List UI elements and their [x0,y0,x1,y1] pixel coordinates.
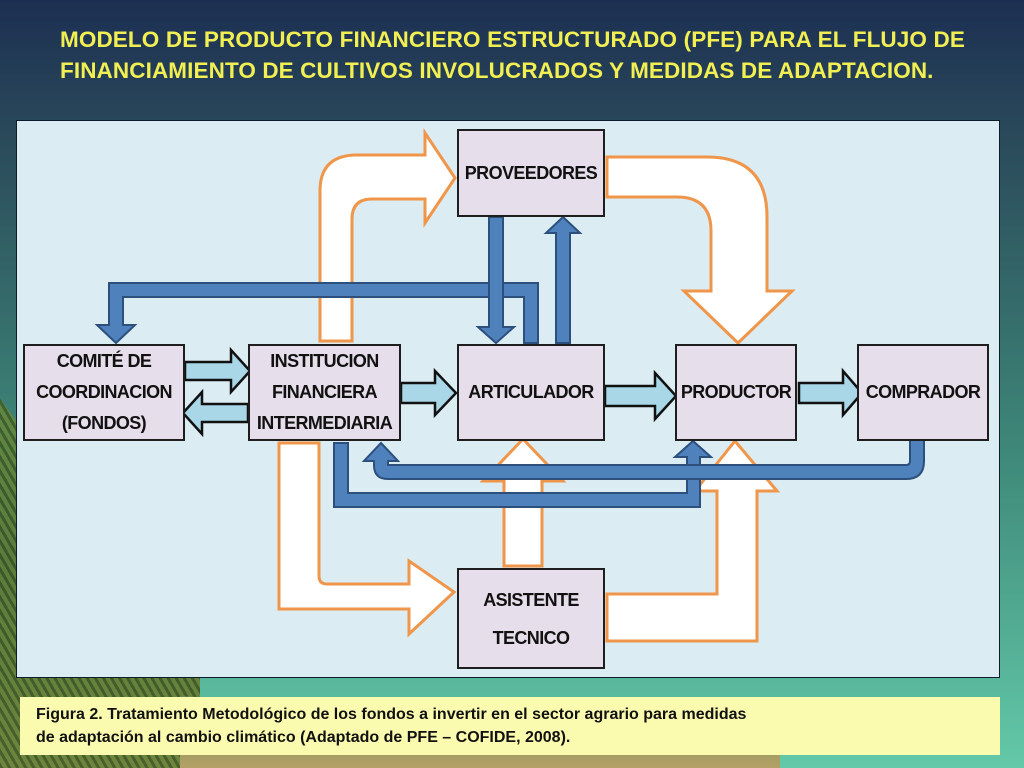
node-comite-line2: COORDINACION [36,382,172,402]
caption-line1: Figura 2. Tratamiento Metodológico de lo… [36,706,747,723]
node-institucion-line2: FINANCIERA [271,382,378,402]
orange-arrow-proveedores-to-productor [605,155,796,346]
node-articulador: ARTICULADOR [457,344,605,441]
node-comite-coordinacion: COMITÉ DE COORDINACION (FONDOS) [23,344,185,441]
figure-caption: Figura 2. Tratamiento Metodológico de lo… [20,697,1000,755]
node-asistente-tecnico: ASISTENTE TECNICO [457,568,605,669]
node-comite-line1: COMITÉ DE [56,351,152,371]
node-asistente-line2: TECNICO [492,627,570,648]
node-proveedores-label: PROVEEDORES [464,162,598,183]
blue-arrow-articulador-to-comite [94,282,539,345]
node-comite-line3: (FONDOS) [61,413,147,433]
slide-title: MODELO DE PRODUCTO FINANCIERO ESTRUCTURA… [60,27,965,83]
blue-arrow-comprador-to-institucion [361,430,925,480]
node-comprador-label: COMPRADOR [865,382,981,402]
node-comprador: COMPRADOR [857,344,989,441]
block-arrow-productor-to-comprador [797,367,864,419]
node-institucion-line1: INSTITUCION [270,351,379,371]
flow-diagram: PROVEEDORES COMITÉ DE COORDINACION (FOND… [16,120,1000,678]
diagram-connectors [94,128,925,643]
node-productor: PRODUCTOR [675,344,797,441]
node-asistente-line1: ASISTENTE [483,589,579,610]
orange-arrow-institucion-to-proveedores [318,128,457,343]
node-articulador-label: ARTICULADOR [468,382,594,402]
node-proveedores: PROVEEDORES [457,129,605,217]
orange-arrow-institucion-to-asistente [277,441,457,638]
node-institucion-financiera: INSTITUCION FINANCIERA INTERMEDIARIA [248,344,401,441]
node-institucion-line3: INTERMEDIARIA [256,413,393,433]
block-arrow-comite-to-institucion [183,346,252,396]
blue-arrow-proveedores-to-articulador [475,216,517,345]
block-arrow-articulador-to-productor [603,369,678,423]
blue-arrow-articulador-to-proveedores [543,215,583,344]
caption-line2: de adaptación al cambio climático (Adapt… [36,729,571,746]
node-productor-label: PRODUCTOR [680,382,792,402]
blue-arrow-institucion-to-productor [333,439,714,508]
block-arrow-institucion-to-articulador [399,367,458,419]
block-arrow-institucion-to-comite [181,388,250,438]
